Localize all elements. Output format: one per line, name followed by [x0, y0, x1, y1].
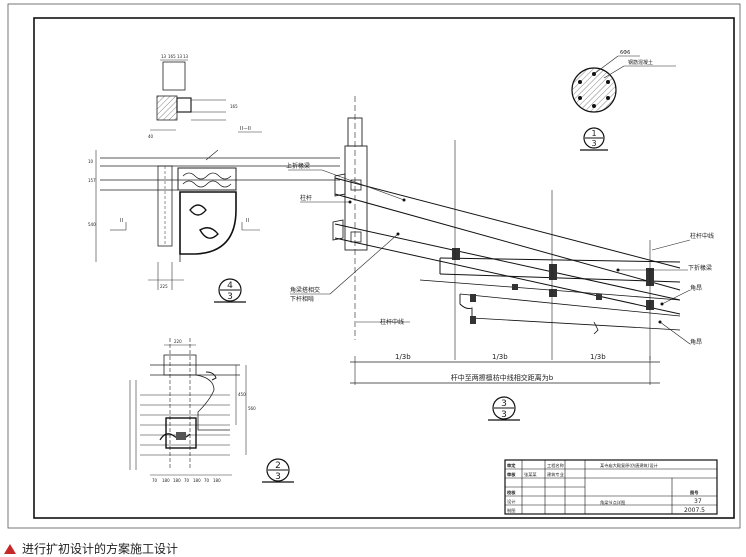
detail-4-index-circle: [218, 278, 242, 302]
dim-top-1: 13: [161, 54, 167, 59]
title-block: 审定 工程名称 某寺庙大殿复原(仿唐建筑)设计 审核 张某某 建筑专业 校核 设…: [504, 459, 718, 515]
dim-top-2: 165: [168, 54, 176, 59]
red-triangle-icon: [4, 543, 16, 554]
label-column-center-right: 柱杆中线: [690, 232, 714, 240]
tb-date: 2007.5: [684, 507, 705, 514]
detail-2: 220 450 560 70 180 180 70: [129, 338, 294, 483]
caption-text: 进行扩初设计的方案施工设计: [22, 542, 179, 556]
detail-1-callout-top: 6Φ6: [620, 50, 630, 56]
span-note: 杆中至两擦檩枋中线相交距离为b: [451, 373, 554, 382]
dim-top-4: 13: [183, 54, 189, 59]
detail-2-dim-bottom-1: 70: [152, 478, 158, 483]
detail-2-dim-bottom-2: 180: [162, 478, 170, 483]
tb-owner: 张某某: [524, 471, 537, 478]
tb-r1-c1: 审定: [507, 462, 516, 469]
label-upper-rafter: 上折椽梁: [286, 162, 310, 170]
detail-1-callout-label: 钢筋混凝土: [628, 59, 653, 66]
marker-right: II: [246, 218, 249, 224]
detail-2-index-bottom: 3: [275, 472, 281, 482]
tb-r5-c1: 设计: [507, 498, 515, 505]
dim-left-small: 40: [148, 134, 154, 139]
detail-2-dim-top: 220: [174, 339, 182, 344]
detail-1-index-top: 1: [591, 129, 596, 138]
marker-left: II: [120, 218, 123, 224]
tb-drawing-name: 角梁节点详图: [600, 499, 625, 506]
dim-top-3: 13: [177, 54, 183, 59]
tb-stage: 建筑专业: [547, 471, 564, 478]
section-2-2-label: II－II: [240, 126, 251, 132]
tb-r1-c3: 工程名称: [547, 462, 564, 469]
label-column-note: 下杆相啃: [290, 295, 314, 303]
tb-r2-c1: 审核: [507, 471, 516, 478]
tb-r4-c1: 校核: [507, 489, 516, 496]
detail-2-dim-bottom-3: 180: [173, 478, 181, 483]
label-corner-lower: 角昂: [690, 338, 702, 346]
detail-4-index-top: 4: [227, 281, 233, 291]
rc-column-section: [571, 67, 617, 113]
dim-side-1: 10: [88, 159, 94, 164]
outer-frame: [7, 3, 741, 529]
figure-caption: 进行扩初设计的方案施工设计: [4, 540, 178, 557]
tb-sheet-label: 图号: [690, 489, 698, 496]
spacing-2: 1/3b: [492, 353, 508, 361]
label-column: 柱杆: [300, 194, 312, 202]
spacing-3: 1/3b: [590, 353, 606, 361]
dim-side-3: 540: [88, 222, 96, 227]
detail-3: 上折椽梁 柱杆 角梁搭相交 下杆相啃 柱杆中线 柱杆中线 下折椽梁 角昂 角昂 …: [286, 96, 714, 421]
dim-right-1: 165: [230, 104, 238, 109]
detail-2-dim-bottom-4: 70: [184, 478, 190, 483]
drawing-border: [33, 17, 735, 519]
detail-2-dim-right-2: 560: [248, 406, 256, 411]
label-lower-rafter: 下折椽梁: [688, 264, 712, 272]
label-corner-upper: 角昂: [690, 284, 702, 292]
dim-bottom: 225: [160, 284, 168, 289]
detail-2-index-top: 2: [275, 461, 281, 471]
detail-4: 13 165 13 13 165 40 II－II: [88, 54, 340, 303]
detail-2-dim-right-1: 450: [238, 392, 246, 397]
detail-1-index-bottom: 3: [591, 139, 596, 148]
label-rafter-cross: 角梁搭相交: [290, 286, 320, 294]
detail-1: 6Φ6 钢筋混凝土 1 3: [571, 50, 676, 151]
tb-project-name: 某寺庙大殿复原(仿唐建筑)设计: [600, 462, 658, 469]
tb-sheet-no: 37: [694, 498, 702, 505]
section-2-2: 13 165 13 13 165 40 II－II: [148, 54, 262, 139]
detail-2-dim-bottom-6: 70: [204, 478, 210, 483]
detail-2-dim-bottom-7: 180: [213, 478, 221, 483]
detail-2-index-circle: [266, 458, 290, 482]
detail-3-index-circle: [492, 396, 516, 420]
detail-2-dim-bottom-5: 180: [193, 478, 201, 483]
detail-3-index-bottom: 3: [501, 410, 507, 420]
detail-3-index-top: 3: [501, 399, 507, 409]
tb-r6-c1: 制图: [507, 507, 515, 514]
detail-4-index-bottom: 3: [227, 292, 233, 302]
detail-1-index-circle: [583, 127, 605, 149]
spacing-1: 1/3b: [395, 353, 411, 361]
dim-side-2: 157: [88, 178, 96, 183]
